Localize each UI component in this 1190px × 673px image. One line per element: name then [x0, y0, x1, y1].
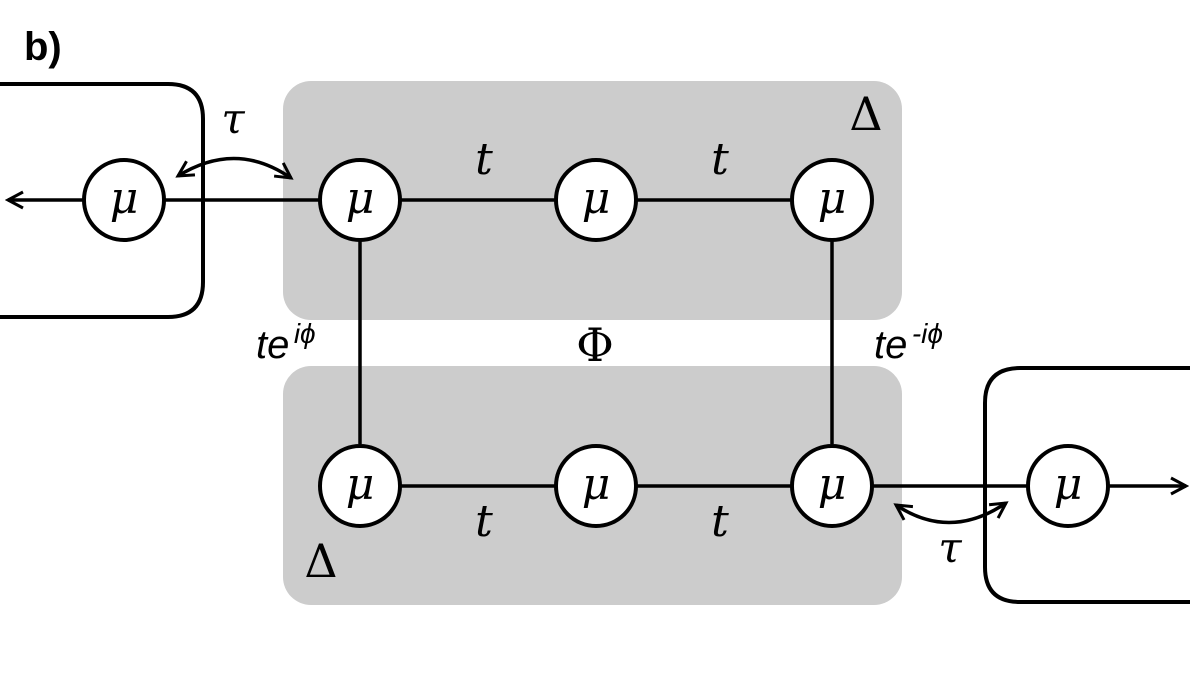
right-link-base: te — [874, 323, 907, 367]
site-label: μ — [818, 459, 847, 510]
gap-label-bottom: Δ — [304, 534, 337, 588]
hopping-label-top-right: t — [711, 134, 729, 185]
site-node-left-lead: μ — [82, 158, 166, 242]
site-node-bottom-3: μ — [790, 444, 874, 528]
hopping-label-top-left: t — [475, 134, 493, 185]
coupling-label-left: τ — [221, 94, 245, 143]
site-label: μ — [346, 459, 375, 510]
site-node-top-2: μ — [554, 158, 638, 242]
site-node-top-3: μ — [790, 158, 874, 242]
hopping-label-bottom-left: t — [475, 496, 493, 547]
site-label: μ — [110, 173, 139, 224]
right-link-label: te -iϕ — [874, 318, 943, 367]
site-label: μ — [818, 173, 847, 224]
left-link-base: te — [256, 323, 289, 367]
site-node-bottom-2: μ — [554, 444, 638, 528]
hopping-label-bottom-right: t — [711, 496, 729, 547]
right-link-exponent: -iϕ — [912, 318, 943, 349]
left-link-exponent: iϕ — [294, 318, 316, 349]
coupling-label-right: τ — [938, 523, 962, 572]
right-coupling-arc — [896, 503, 1006, 525]
left-coupling-arc — [178, 156, 291, 178]
site-label: μ — [1054, 459, 1083, 510]
site-node-top-1: μ — [318, 158, 402, 242]
site-label: μ — [346, 173, 375, 224]
site-node-bottom-1: μ — [318, 444, 402, 528]
site-node-right-lead: μ — [1026, 444, 1110, 528]
flux-label: Φ — [576, 318, 614, 372]
site-label: μ — [582, 173, 611, 224]
panel-label: b) — [24, 25, 62, 69]
site-label: μ — [582, 459, 611, 510]
gap-label-top: Δ — [849, 87, 882, 141]
left-link-label: te iϕ — [256, 318, 316, 367]
